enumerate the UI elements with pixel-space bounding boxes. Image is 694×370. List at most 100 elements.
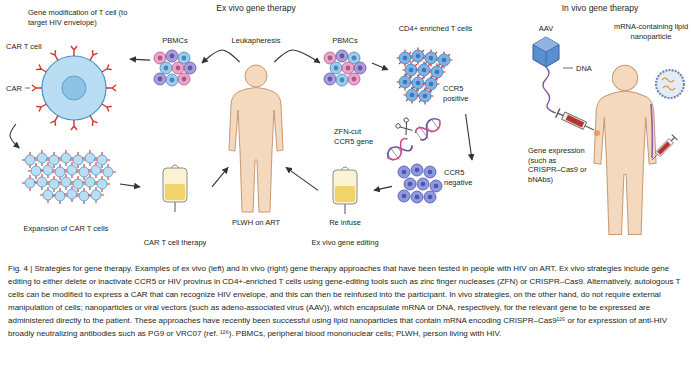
part-label: CAR — [6, 84, 28, 94]
car-t-cell — [25, 46, 116, 130]
pbmc-cluster — [172, 62, 184, 74]
node-text: CCR5 negative — [444, 168, 490, 187]
car-t-cell — [71, 46, 77, 56]
dna-helix — [414, 116, 443, 142]
dna-helix — [385, 117, 440, 163]
expression-site — [594, 130, 600, 136]
car-t-cell — [50, 114, 60, 126]
pbmc-cluster — [154, 73, 166, 85]
car-t-cell-cluster — [40, 187, 56, 203]
cell-cluster-node: CD4+ enriched T cellsCCR5 positive — [388, 22, 485, 114]
infusion-bag — [163, 165, 187, 212]
pbmc-cluster — [184, 62, 196, 74]
pbmc-cluster — [324, 73, 336, 85]
section-heading: Ex vivo gene therapy — [196, 3, 316, 14]
part-label: DNA — [576, 64, 602, 74]
scissors-symbol — [403, 117, 409, 123]
syringe — [649, 135, 677, 163]
node-text: PLWH on ART — [228, 218, 284, 228]
pbmc-cluster — [354, 62, 366, 74]
car-t-cell-cluster — [22, 175, 38, 191]
syringe — [556, 109, 596, 135]
cd4-cell-cluster — [411, 191, 423, 203]
pbmc-cluster — [336, 50, 348, 62]
cell-cluster-node: PBMCs — [150, 34, 202, 92]
cd4-cell-cluster — [411, 164, 423, 176]
cd4-cell-cluster — [417, 178, 429, 190]
aav-virus — [543, 67, 556, 113]
part-label: CAR T cell — [6, 42, 50, 52]
infusion-bag — [333, 167, 357, 214]
cd4-cell-cluster — [404, 87, 421, 104]
process-arrow — [202, 50, 240, 63]
aav-virus — [533, 45, 559, 68]
pbmc-cluster — [178, 73, 190, 85]
blood-vessel — [651, 104, 652, 158]
cd4-cell-cluster — [398, 166, 410, 178]
car-t-cell-cluster — [22, 150, 116, 204]
dna-helix — [414, 115, 443, 141]
node-text: CD4+ enriched T cells — [388, 24, 483, 34]
car-t-cell — [36, 101, 48, 111]
car-t-cell — [71, 120, 77, 130]
pbmc-cluster — [330, 62, 342, 74]
dna-helix — [384, 137, 413, 163]
cd4-cell-cluster — [398, 164, 442, 203]
process-arrow — [212, 167, 228, 186]
node-text: Re infuse — [318, 218, 372, 228]
node-text: Expansion of CAR T cells — [14, 224, 118, 234]
cell-cluster-node: PBMCs — [320, 34, 372, 92]
process-arrow — [466, 114, 472, 160]
leader-line — [563, 68, 573, 69]
car-t-cell-cluster — [88, 187, 104, 203]
node-text: PBMCs — [150, 36, 200, 46]
process-arrow — [10, 124, 19, 148]
node-text: Gene modification of T cell (to target H… — [28, 8, 128, 27]
pbmc-cluster — [154, 50, 196, 86]
section-label: Ex vivo gene editing — [300, 238, 390, 248]
dna-helix — [384, 137, 413, 163]
pbmc-cluster — [160, 62, 172, 74]
node-text: AAV — [520, 24, 572, 34]
node-text: CCR5 positive — [443, 84, 483, 103]
car-t-cell — [100, 64, 112, 74]
car-t-cell — [50, 50, 60, 62]
patient-figure — [229, 65, 283, 212]
process-arrow — [274, 50, 320, 63]
pbmc-cluster — [166, 74, 178, 86]
car-t-cell — [32, 85, 42, 91]
step-label: Leukapheresis — [216, 36, 296, 46]
car-t-cell — [106, 85, 116, 91]
cell-cluster-node: CCR5 negative — [392, 160, 492, 204]
car-t-cell — [42, 56, 106, 120]
cell-node: Gene modification of T cell (to target H… — [6, 6, 130, 124]
patient-figure — [594, 65, 656, 234]
car-t-cell — [36, 64, 48, 74]
car-t-cell — [87, 50, 97, 62]
scissors-symbol — [400, 122, 412, 135]
cd4-cell-cluster — [417, 88, 434, 105]
car-t-cell-cluster — [64, 186, 80, 202]
node-text: Gene expression (such as CRISPR–Cas9 or … — [528, 146, 590, 184]
car-t-cell — [32, 46, 116, 130]
aav-virus — [533, 37, 559, 52]
dna-helix — [375, 102, 445, 164]
cd4-cell-cluster — [397, 74, 414, 91]
pbmc-cluster — [324, 50, 366, 86]
pbmc-cluster — [166, 50, 178, 62]
node-text: PBMCs — [320, 36, 370, 46]
cd4-cell-cluster — [424, 191, 436, 203]
node-text: mRNA-containing lipid nanoparticle — [612, 22, 690, 41]
aav-virus — [533, 37, 559, 67]
car-t-cell — [87, 114, 97, 126]
cd4-cell-cluster — [398, 190, 410, 202]
expression-node: Gene expression (such as CRISPR–Cas9 or … — [528, 104, 592, 186]
node-text: CAR T cell therapy — [140, 238, 210, 248]
car-t-cell — [100, 101, 112, 111]
process-arrow — [286, 167, 318, 190]
